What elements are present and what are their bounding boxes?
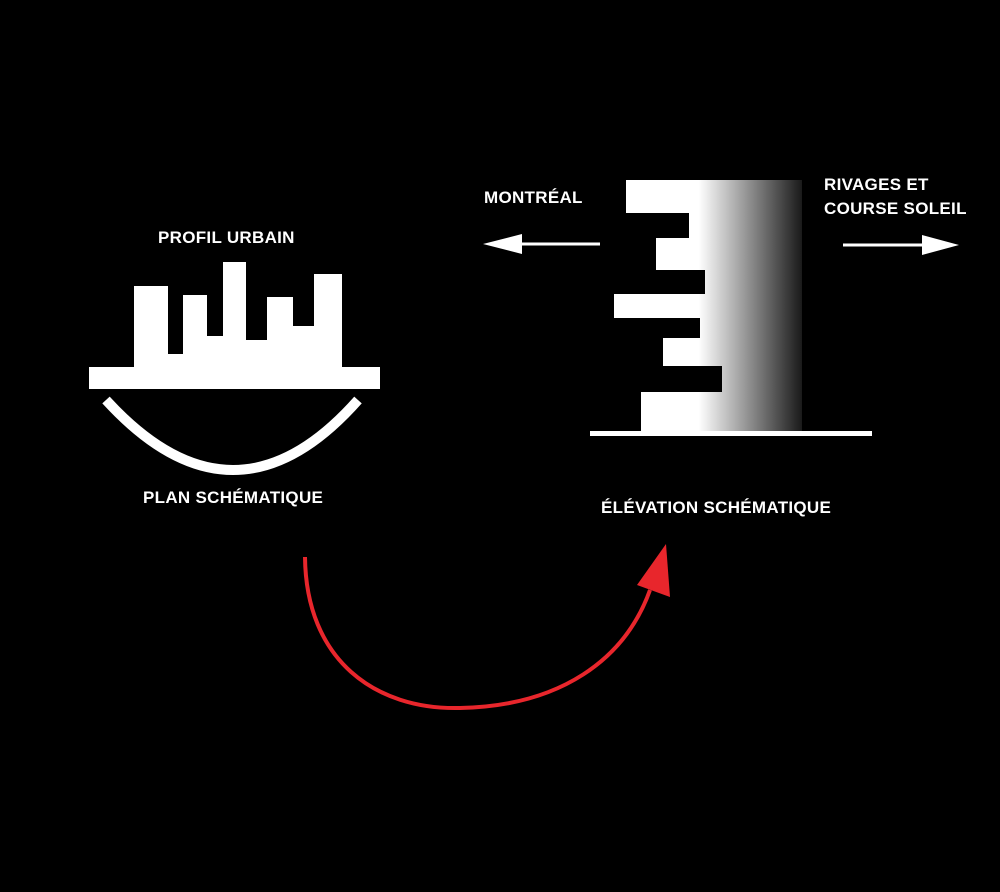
- urban-skyline: [89, 262, 380, 389]
- ground-line: [590, 431, 872, 436]
- montreal-label: MONTRÉAL: [484, 188, 583, 207]
- skyline-building-6: [246, 340, 267, 368]
- plan-arc: [102, 396, 362, 475]
- arrow-right-icon: [843, 235, 959, 255]
- skyline-base: [89, 367, 380, 389]
- skyline-building-4: [207, 336, 223, 368]
- skyline-building-3: [183, 295, 207, 368]
- skyline-building-9: [314, 274, 342, 368]
- skyline-building-7: [267, 297, 293, 368]
- profil-urbain-label: PROFIL URBAIN: [158, 228, 295, 247]
- tower-shape: [614, 180, 802, 432]
- skyline-building-5: [223, 262, 246, 368]
- rivages-label-line2: COURSE SOLEIL: [824, 199, 967, 218]
- skyline-building-8: [293, 326, 314, 368]
- skyline-building-1: [134, 286, 168, 368]
- tower-elevation: [590, 180, 872, 436]
- curved-arrow-icon: [303, 544, 670, 711]
- rivages-label-line1: RIVAGES ET: [824, 175, 929, 194]
- arrow-left-icon: [483, 234, 600, 254]
- plan-schematique-label: PLAN SCHÉMATIQUE: [143, 488, 324, 507]
- skyline-building-2: [163, 354, 183, 368]
- elevation-schematique-label: ÉLÉVATION SCHÉMATIQUE: [601, 498, 832, 517]
